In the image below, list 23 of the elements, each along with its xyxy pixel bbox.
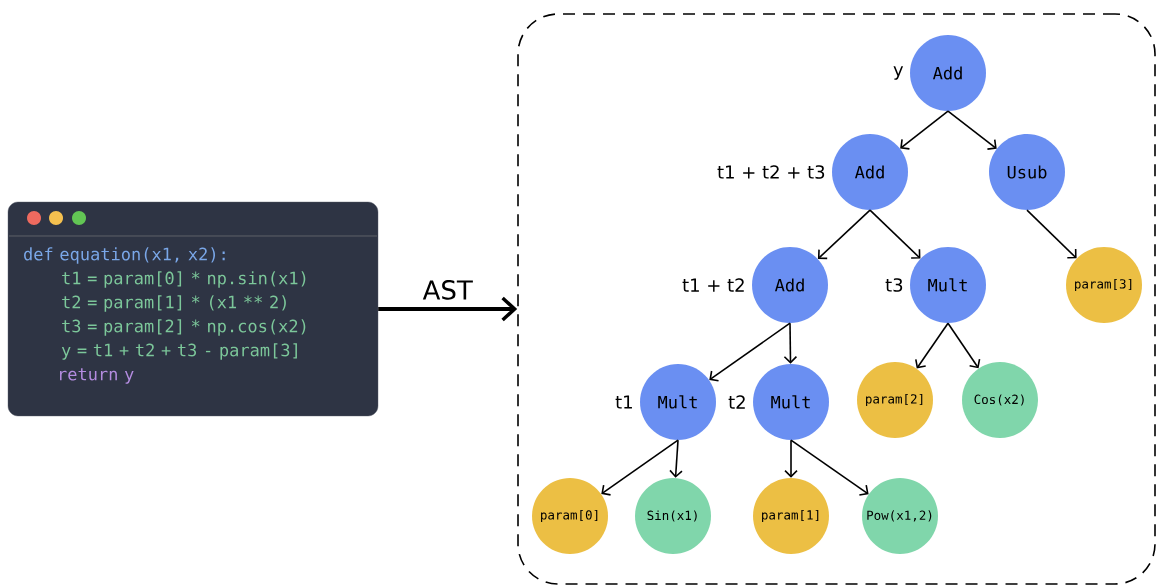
arrow: [601, 439, 679, 496]
edge-label: AST: [421, 279, 474, 301]
arrow: [915, 322, 949, 369]
arrow: [709, 322, 791, 382]
arrow: [947, 110, 997, 150]
variable-label: y: [893, 66, 904, 80]
arrow: [817, 209, 871, 260]
arrow: [669, 439, 683, 478]
variable-label: t3: [885, 278, 903, 292]
arrow: [378, 296, 518, 322]
code-window: def equation(x1, x2): t1 = param[0] * np.sin(x1) t2 = param[1] * (x1 ** 2) t3 = param[2] * np.cos(x2) y = t1 + t2 + t3 - param[3] return y: [7, 201, 379, 417]
arrow: [947, 322, 981, 369]
variable-label: t1 + t2 + t3: [717, 165, 825, 179]
variable-label: t2: [728, 395, 745, 409]
variable-label: t1: [615, 395, 632, 409]
arrow: [869, 209, 921, 259]
dashed-frame: [517, 13, 1156, 585]
arrow: [783, 322, 798, 364]
arrow: [784, 439, 798, 478]
arrow: [1026, 209, 1077, 259]
arrow: [790, 439, 869, 496]
variable-label: t1 + t2: [682, 278, 744, 292]
arrow: [900, 110, 949, 150]
